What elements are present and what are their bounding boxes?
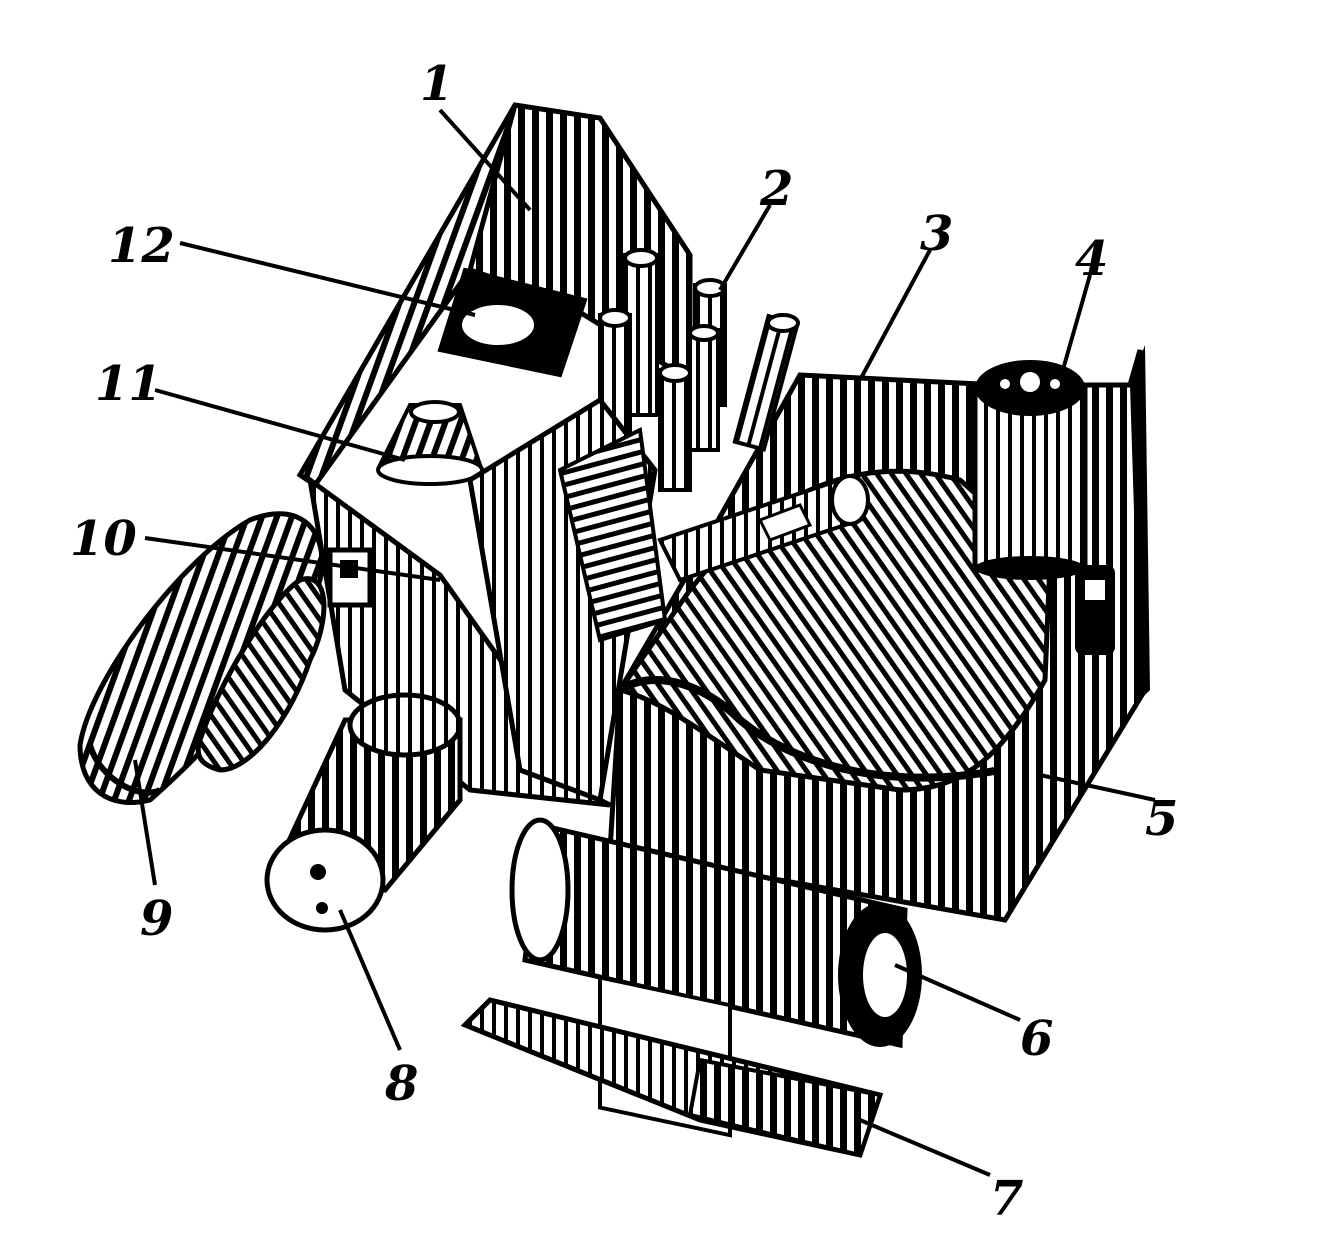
- cylinder-container: [972, 360, 1088, 580]
- leader-6: [894, 963, 1021, 1022]
- callout-9: 9: [140, 891, 173, 947]
- callout-8: 8: [384, 1056, 418, 1112]
- callout-1: 1: [420, 56, 453, 112]
- callout-11: 11: [95, 356, 162, 412]
- tube: [732, 313, 800, 452]
- callout-5: 5: [1145, 791, 1178, 847]
- bracket: [327, 547, 373, 608]
- leader-5: [1039, 773, 1156, 802]
- leader-lines: [133, 108, 1156, 1177]
- callout-6: 6: [1020, 1011, 1053, 1067]
- leader-8: [338, 909, 402, 1051]
- callout-2: 2: [759, 161, 793, 217]
- funnel: [376, 400, 484, 486]
- callout-12: 12: [108, 218, 175, 274]
- callout-4: 4: [1075, 231, 1108, 287]
- leader-12: [179, 241, 476, 317]
- leader-11: [154, 388, 406, 462]
- leader-9: [133, 759, 157, 886]
- tube: [623, 248, 659, 417]
- callouts: 1 2 3 4 5 6 7 8 9 10 11 12: [70, 56, 1178, 1227]
- leader-4: [1058, 274, 1092, 381]
- centre-block: [467, 396, 668, 804]
- cylinder-cap: [264, 692, 463, 933]
- tube: [688, 324, 720, 452]
- callout-3: 3: [920, 206, 953, 262]
- probe: [657, 474, 870, 583]
- latch: [1075, 565, 1115, 655]
- leader-10: [144, 536, 441, 582]
- leader-2: [718, 203, 772, 292]
- grip-handles: [77, 511, 327, 806]
- tube: [658, 363, 692, 492]
- test-tube-rack: [598, 248, 800, 492]
- callout-7: 7: [990, 1171, 1023, 1227]
- leader-7: [859, 1118, 991, 1177]
- callout-10: 10: [70, 511, 137, 567]
- leader-1: [438, 108, 532, 212]
- leader-3: [858, 249, 932, 381]
- dial-gauge: [437, 267, 588, 378]
